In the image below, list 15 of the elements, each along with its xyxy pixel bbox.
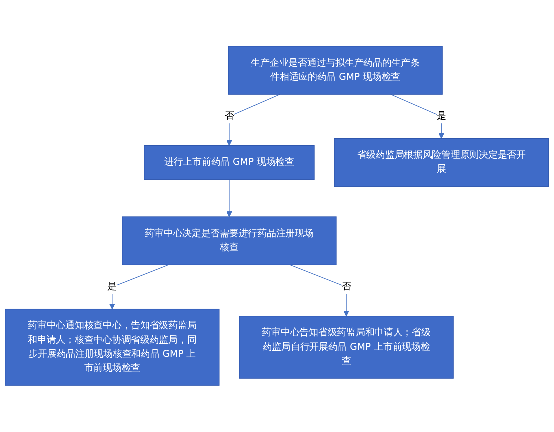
arrow <box>390 94 445 139</box>
node-box: 生产企业是否通过与拟生产药品的生产条件相适应的药品 GMP 现场检查 <box>228 46 443 95</box>
node-box: 药审中心决定是否需要进行药品注册现场核查 <box>122 216 337 266</box>
arrow <box>290 264 350 317</box>
edge-label: 是 <box>436 110 446 122</box>
edge-label: 否 <box>342 282 352 292</box>
arrow <box>226 180 232 218</box>
node-box: 进行上市前药品 GMP 现场检查 <box>144 145 315 180</box>
node-box: 药审中心通知核查中心，告知省级药监局和申请人；核查中心协调省级药监局，同步开展药品注册现场核查和药品 GMP 上市前现场检查 <box>5 308 220 386</box>
arrow <box>226 94 281 146</box>
edge-label: 是 <box>108 282 118 292</box>
node-box: 省级药监局根据风险管理原则决定是否开展 <box>334 138 549 188</box>
node-box: 药审中心告知省级药监局和申请人；省级药监局自行开展药品 GMP 上市前现场检查 <box>239 316 454 379</box>
edge-label: 否 <box>224 110 234 122</box>
arrow <box>109 264 169 310</box>
